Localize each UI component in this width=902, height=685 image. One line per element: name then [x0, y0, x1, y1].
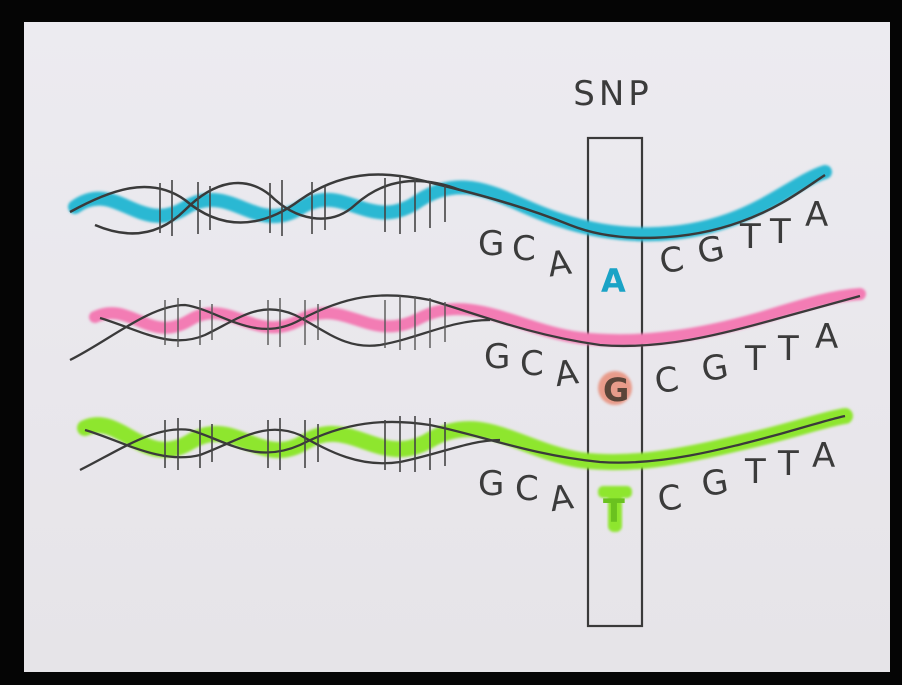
seq-2-right-2: G [699, 346, 732, 390]
sequence-row-3: G C A T C G T T A [478, 436, 835, 532]
dna-strand-3 [77, 408, 853, 472]
seq-3-right-2: G [699, 461, 732, 505]
snp-highlight-3-stem [608, 490, 622, 532]
seq-2-right-4: T [777, 329, 799, 369]
seq-3-right-5: A [812, 436, 835, 476]
seq-3-left-1: G [478, 464, 504, 504]
seq-2-right-3: T [744, 339, 766, 379]
seq-1-right-2: G [694, 228, 728, 273]
dna-strand-2 [69, 288, 866, 362]
snp-base-1: A [601, 262, 626, 300]
seq-2-right-1: C [652, 359, 681, 402]
seq-1-right-3: T [739, 217, 761, 257]
strand-3-rungs [164, 416, 446, 472]
seq-3-left-3: A [547, 477, 576, 520]
seq-3-left-2: C [515, 469, 539, 509]
dna-strand-1 [68, 165, 832, 242]
seq-2-right-5: A [815, 317, 838, 357]
snp-highlight-2 [598, 371, 632, 405]
strand-2-rungs [164, 296, 446, 350]
seq-1-right-4: T [769, 212, 791, 252]
seq-2-left-3: A [552, 352, 581, 395]
seq-1-right-5: A [805, 195, 828, 235]
strand-3-backbone-b [84, 428, 501, 465]
seq-3-right-3: T [744, 452, 766, 492]
snp-label: SNP [573, 74, 653, 114]
snp-base-3: T [603, 492, 625, 530]
strand-2-highlight [89, 288, 866, 347]
seq-1-left-3: A [545, 243, 574, 286]
snp-base-2: G [603, 371, 629, 409]
strand-2-backbone-b [99, 308, 491, 347]
sequence-row-2: G C A G C G T T A [484, 317, 838, 409]
seq-3-right-1: C [655, 477, 684, 520]
seq-1-left-2: C [512, 229, 536, 269]
seq-3-right-4: T [777, 444, 799, 484]
paper-background [24, 22, 890, 672]
seq-1-left-1: G [478, 224, 504, 264]
snp-box [586, 136, 644, 628]
seq-1-right-1: C [657, 239, 687, 283]
strand-1-highlight [68, 165, 832, 242]
strand-1-rungs [159, 176, 446, 236]
seq-2-left-1: G [484, 337, 510, 377]
seq-2-left-2: C [520, 344, 544, 384]
